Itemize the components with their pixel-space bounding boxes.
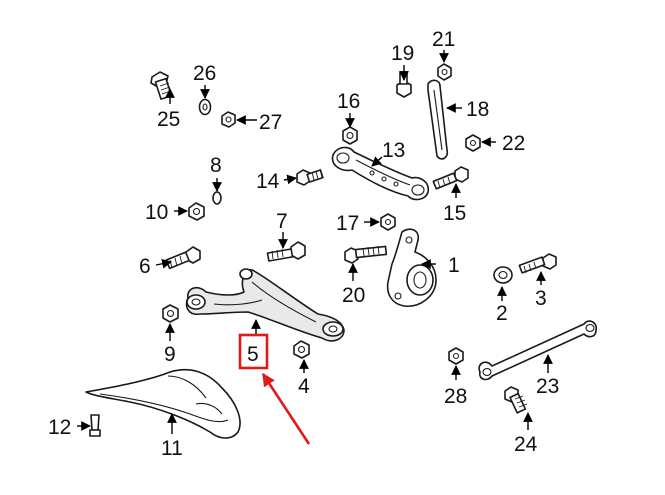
callout-7: 7 (276, 210, 288, 233)
link-23-drawing (478, 320, 598, 381)
bolt-7-drawing (266, 241, 306, 262)
callout-4: 4 (298, 375, 310, 398)
callout-20: 20 (342, 284, 365, 307)
callout-8: 8 (210, 154, 222, 177)
nut-27-drawing (221, 111, 236, 128)
callout-5: 5 (247, 343, 259, 366)
callout-24: 24 (514, 433, 538, 456)
callout-9: 9 (164, 343, 176, 366)
nut-21-drawing (437, 63, 452, 81)
bolt-14-drawing (296, 168, 324, 186)
callout-13: 13 (382, 139, 405, 162)
callout-19: 19 (391, 42, 414, 65)
callout-1: 1 (448, 254, 460, 277)
bolt-6-drawing (165, 246, 201, 270)
bolt-24-drawing (504, 386, 528, 414)
callout-18: 18 (466, 98, 489, 121)
control-arm-13-drawing (331, 146, 430, 201)
washer-26-drawing (198, 98, 212, 116)
callout-28: 28 (444, 385, 467, 408)
highlight-part-5 (238, 333, 311, 445)
callout-14: 14 (256, 170, 280, 193)
link-18-drawing (427, 79, 449, 160)
callout-21: 21 (432, 28, 455, 51)
callout-10: 10 (145, 201, 168, 224)
bolt-3-drawing (518, 253, 557, 274)
nut-10-drawing (188, 202, 205, 221)
callout-15: 15 (443, 202, 466, 225)
callout-2: 2 (496, 302, 508, 325)
callout-22: 22 (502, 132, 525, 155)
clip-12-drawing (89, 414, 101, 437)
callout-17: 17 (336, 212, 359, 235)
callout-25: 25 (157, 108, 180, 131)
nut-16-drawing (342, 126, 358, 145)
nut-9-drawing (162, 304, 179, 323)
highlight-box (238, 333, 269, 370)
callout-labels: 1 2 3 4 5 6 7 8 9 10 11 12 13 14 15 16 1… (48, 28, 559, 460)
callout-6: 6 (139, 255, 151, 278)
bushing-2-drawing (493, 266, 513, 284)
callout-26: 26 (193, 62, 216, 85)
highlight-arrow (261, 372, 311, 445)
shield-11-drawing (85, 368, 241, 439)
nut-4-drawing (293, 340, 310, 359)
callout-23: 23 (536, 375, 559, 398)
washer-8-drawing (212, 191, 222, 205)
control-arm-5-drawing (185, 268, 345, 342)
callout-11: 11 (161, 437, 183, 460)
callout-12: 12 (48, 416, 71, 439)
bolt-15-drawing (432, 166, 469, 190)
nut-22-drawing (465, 134, 481, 152)
callout-27: 27 (259, 111, 282, 134)
bolt-25-drawing (150, 71, 173, 100)
callout-16: 16 (337, 90, 360, 113)
nut-17-drawing (380, 213, 396, 231)
bolt-20-drawing (344, 245, 388, 264)
callout-3: 3 (535, 287, 547, 310)
nut-28-drawing (448, 347, 464, 365)
knuckle-1-drawing (386, 228, 437, 307)
leader-lines (77, 50, 553, 434)
